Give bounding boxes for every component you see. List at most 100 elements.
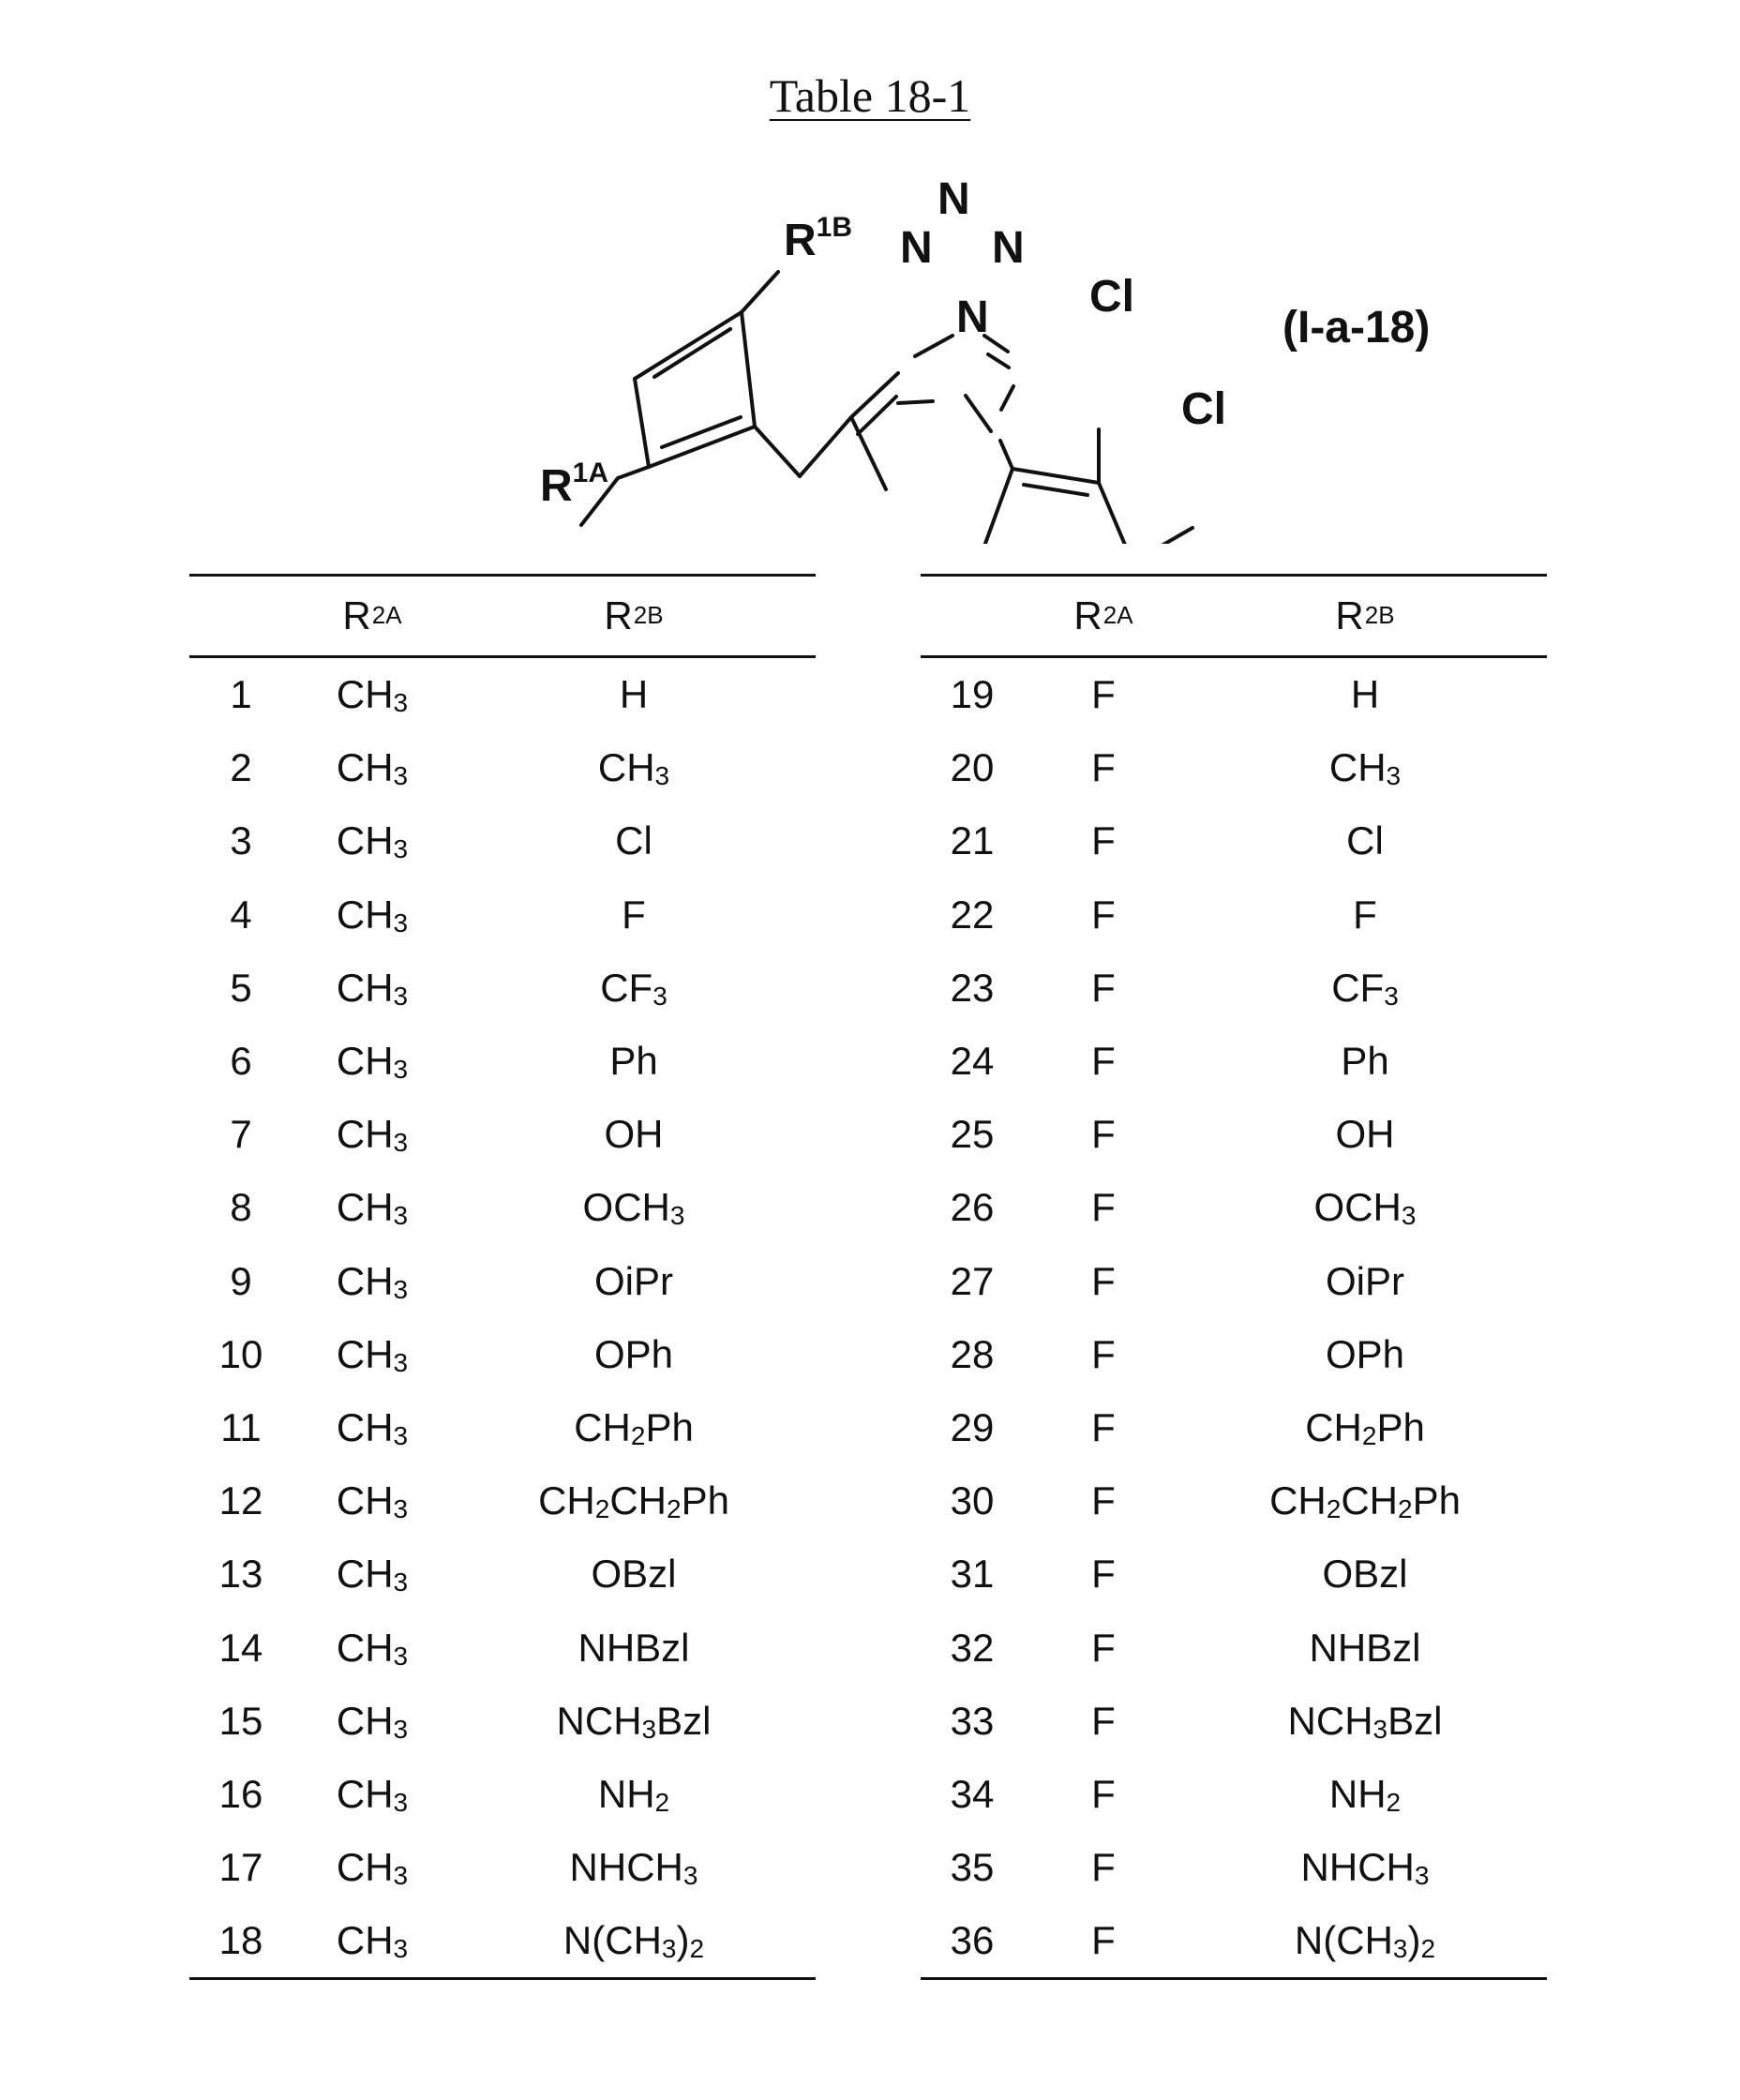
entry-number: 12 — [189, 1464, 292, 1538]
r2b-value: NH2 — [452, 1758, 816, 1831]
r2a-value: CH3 — [292, 731, 452, 804]
r2b-value: OCH3 — [1183, 1171, 1547, 1244]
table-row: 13CH3OBzl — [189, 1538, 816, 1611]
table-row: 33FNCH3Bzl — [921, 1685, 1547, 1758]
r2b-value: NCH3Bzl — [1183, 1685, 1547, 1758]
r2a-value: F — [1024, 878, 1183, 952]
entry-number: 21 — [921, 804, 1024, 878]
n-atom-label: N — [992, 223, 1025, 273]
entry-number: 1 — [189, 657, 292, 732]
r2a-value: F — [1024, 1464, 1183, 1538]
entry-number: 29 — [921, 1391, 1024, 1464]
table-row: 7CH3OH — [189, 1098, 816, 1171]
table-row: 18CH3N(CH3)2 — [189, 1904, 816, 1979]
table-row: 20FCH3 — [921, 731, 1547, 804]
table-row: 12CH3CH2CH2Ph — [189, 1464, 816, 1538]
r2a-value: F — [1024, 1025, 1183, 1098]
r2b-value: N(CH3)2 — [1183, 1904, 1547, 1979]
r2a-value: CH3 — [292, 1025, 452, 1098]
table-row: 36FN(CH3)2 — [921, 1904, 1547, 1979]
entry-number: 30 — [921, 1464, 1024, 1538]
table-row: 34FNH2 — [921, 1758, 1547, 1831]
r2a-value: CH3 — [292, 657, 452, 732]
r2b-value: NHCH3 — [452, 1831, 816, 1904]
n-atom-label: N — [900, 223, 933, 273]
table-row: 26FOCH3 — [921, 1171, 1547, 1244]
r2b-value: CF3 — [452, 952, 816, 1025]
table-row: 32FNHBzl — [921, 1611, 1547, 1684]
r2a-value: CH3 — [292, 1171, 452, 1244]
r2a-value: F — [1024, 1245, 1183, 1318]
r2b-value: OH — [452, 1098, 816, 1171]
r2a-value: F — [1024, 1538, 1183, 1611]
entry-number: 2 — [189, 731, 292, 804]
r2a-value: CH3 — [292, 1391, 452, 1464]
r2b-value: NHBzl — [1183, 1611, 1547, 1684]
table-header-row: R2A R2B — [921, 576, 1547, 657]
entry-number: 6 — [189, 1025, 292, 1098]
r2b-value: Ph — [452, 1025, 816, 1098]
r2a-value: F — [1024, 1685, 1183, 1758]
entry-number: 10 — [189, 1318, 292, 1391]
table-row: 30FCH2CH2Ph — [921, 1464, 1547, 1538]
entry-number: 9 — [189, 1245, 292, 1318]
table-row: 4CH3F — [189, 878, 816, 952]
compound-label: (I-a-18) — [1282, 302, 1430, 353]
table-row: 24FPh — [921, 1025, 1547, 1098]
table-row: 8CH3OCH3 — [189, 1171, 816, 1244]
table-row: 2CH3CH3 — [189, 731, 816, 804]
r2b-value: CH2CH2Ph — [452, 1464, 816, 1538]
table-row: 15CH3NCH3Bzl — [189, 1685, 816, 1758]
substituent-table-left: R2A R2B 1CH3H2CH3CH33CH3Cl4CH3F5CH3CF36C… — [189, 574, 816, 1980]
r2b-value: N(CH3)2 — [452, 1904, 816, 1979]
entry-number: 5 — [189, 952, 292, 1025]
r2b-value: CH2CH2Ph — [1183, 1464, 1547, 1538]
table-row: 28FOPh — [921, 1318, 1547, 1391]
cl-atom-label: Cl — [1089, 272, 1134, 322]
r2b-value: Cl — [1183, 804, 1547, 878]
entry-number: 25 — [921, 1098, 1024, 1171]
table-row: 22FF — [921, 878, 1547, 952]
r2a-value: F — [1024, 1098, 1183, 1171]
entry-number: 28 — [921, 1318, 1024, 1391]
table-row: 27FOiPr — [921, 1245, 1547, 1318]
table-row: 11CH3CH2Ph — [189, 1391, 816, 1464]
table-row: 35FNHCH3 — [921, 1831, 1547, 1904]
entry-number: 17 — [189, 1831, 292, 1904]
entry-number: 7 — [189, 1098, 292, 1171]
table-row: 6CH3Ph — [189, 1025, 816, 1098]
r2a-value: F — [1024, 657, 1183, 732]
r2a-value: CH3 — [292, 1685, 452, 1758]
r2a-value: F — [1024, 731, 1183, 804]
r2a-value: F — [1024, 952, 1183, 1025]
entry-number: 16 — [189, 1758, 292, 1831]
r2a-value: F — [1024, 1831, 1183, 1904]
entry-number: 15 — [189, 1685, 292, 1758]
header-number — [189, 576, 292, 657]
r2b-value: NH2 — [1183, 1758, 1547, 1831]
table-body: 1CH3H2CH3CH33CH3Cl4CH3F5CH3CF36CH3Ph7CH3… — [189, 657, 816, 1979]
r2a-value: CH3 — [292, 952, 452, 1025]
entry-number: 36 — [921, 1904, 1024, 1979]
entry-number: 27 — [921, 1245, 1024, 1318]
r2a-value: CH3 — [292, 1538, 452, 1611]
entry-number: 18 — [189, 1904, 292, 1979]
entry-number: 34 — [921, 1758, 1024, 1831]
table-title: Table 18-1 — [0, 68, 1740, 124]
header-r2a: R2A — [1024, 576, 1183, 657]
entry-number: 24 — [921, 1025, 1024, 1098]
r2b-value: H — [452, 657, 816, 732]
entry-number: 4 — [189, 878, 292, 952]
r2a-value: F — [1024, 1391, 1183, 1464]
entry-number: 8 — [189, 1171, 292, 1244]
entry-number: 19 — [921, 657, 1024, 732]
r2b-value: CH3 — [452, 731, 816, 804]
table-row: 14CH3NHBzl — [189, 1611, 816, 1684]
r2b-value: NCH3Bzl — [452, 1685, 816, 1758]
chemical-structure: R1B N N N N Cl Cl R1A — [525, 169, 1519, 544]
r2b-value: Cl — [452, 804, 816, 878]
entry-number: 32 — [921, 1611, 1024, 1684]
entry-number: 26 — [921, 1171, 1024, 1244]
r1b-label: R1B — [784, 212, 852, 265]
table-row: 9CH3OiPr — [189, 1245, 816, 1318]
